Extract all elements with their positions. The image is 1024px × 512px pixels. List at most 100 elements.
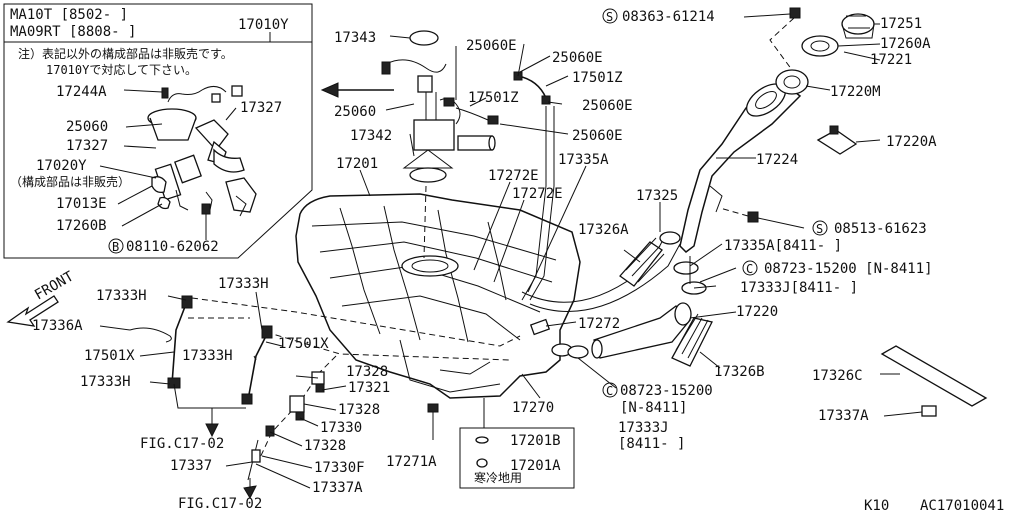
inset-label-25060: 25060 xyxy=(66,119,108,135)
label-17224: 17224 xyxy=(756,152,798,168)
bolt-17271a xyxy=(427,403,439,440)
filler-neck-17224 xyxy=(679,81,802,253)
inset-label-17327-a: 17327 xyxy=(240,100,282,116)
clamps-08723 xyxy=(551,343,589,359)
label-25060: 25060 xyxy=(334,104,376,120)
leader-lines xyxy=(99,23,881,489)
label-17501x-b: 17501X xyxy=(278,336,329,352)
screw-08363 xyxy=(769,7,801,71)
protector-17326a xyxy=(619,237,665,287)
label-17325: 17325 xyxy=(636,188,678,204)
lower-hose-chain xyxy=(243,355,337,500)
inset-label-17013e: 17013E xyxy=(56,196,107,212)
inset-label-non-sale: （構成部品は非販売） xyxy=(10,174,130,189)
label-17326b: 17326B xyxy=(714,364,765,380)
inset-bolt-prefix: B xyxy=(112,240,119,254)
bracket-17220a xyxy=(816,125,858,155)
label-17251: 17251 xyxy=(880,16,922,32)
label-17501z-b: 17501Z xyxy=(468,90,519,106)
label-17321: 17321 xyxy=(348,380,390,396)
applicability-line-1: MA10T [8502- ] xyxy=(10,7,128,23)
label-17333h-b: 17333H xyxy=(218,276,269,292)
label-17333h-c: 17333H xyxy=(182,348,233,364)
fuel-tank-drawing xyxy=(295,193,581,399)
label-25060e-a: 25060E xyxy=(466,38,517,54)
label-17333j-b-range: [8411- ] xyxy=(618,436,685,452)
clamp-prefix-a: C xyxy=(746,262,753,276)
label-17333j-b: 17333J xyxy=(618,420,669,436)
label-17201a: 17201A xyxy=(510,458,561,474)
gasket-17260a xyxy=(801,35,839,57)
label-17337: 17337 xyxy=(170,458,212,474)
screw-prefix-a: S xyxy=(606,10,613,24)
inset-note-line-2: 17010Yで対応して下さい。 xyxy=(46,63,197,77)
fig-ref-a[interactable]: FIG.C17-02 xyxy=(140,436,224,452)
label-17501x-a: 17501X xyxy=(84,348,135,364)
label-17333j-a: 17333J[8411- ] xyxy=(740,280,858,296)
cold-climate-label: 寒冷地用 xyxy=(474,470,522,485)
clip-17337a xyxy=(883,405,937,417)
filler-hose-17220 xyxy=(591,302,692,359)
footer-code-left: K10 xyxy=(864,498,889,512)
fig-ref-b[interactable]: FIG.C17-02 xyxy=(178,496,262,512)
label-17333h-a: 17333H xyxy=(96,288,147,304)
label-17270: 17270 xyxy=(512,400,554,416)
screw-08513 xyxy=(719,207,805,229)
inset-part-no: 17010Y xyxy=(238,17,289,33)
label-17220m: 17220M xyxy=(830,84,881,100)
inset-note-line-1: 注）表記以外の構成部品は非販売です。 xyxy=(18,46,233,61)
label-17335a-b: 17335A[8411- ] xyxy=(724,238,842,254)
label-17220: 17220 xyxy=(736,304,778,320)
label-17330: 17330 xyxy=(320,420,362,436)
label-17501z-a: 17501Z xyxy=(572,70,623,86)
label-25060e-c: 25060E xyxy=(582,98,633,114)
vent-hose-17501z xyxy=(513,71,551,105)
label-17201b: 17201B xyxy=(510,433,561,449)
label-17335a: 17335A xyxy=(558,152,609,168)
label-17328-a: 17328 xyxy=(346,364,388,380)
clamp-callout-08723-b: C 08723-15200 xyxy=(602,382,713,399)
inset-bolt-callout: B 08110-62062 xyxy=(108,238,219,255)
label-08513-61623: 08513-61623 xyxy=(834,221,927,237)
label-17271a: 17271A xyxy=(386,454,437,470)
label-17328-b: 17328 xyxy=(338,402,380,418)
label-17221: 17221 xyxy=(870,52,912,68)
label-17260a: 17260A xyxy=(880,36,931,52)
applicability-line-2: MA09RT [8808- ] xyxy=(10,24,136,40)
vent-tube-17335a xyxy=(521,106,555,301)
label-17220a: 17220A xyxy=(886,134,937,150)
screw-prefix-b: S xyxy=(816,222,823,236)
protector-17326b xyxy=(671,313,713,367)
inset-label-17260b: 17260B xyxy=(56,218,107,234)
label-17337a-b: 17337A xyxy=(818,408,869,424)
label-17337a: 17337A xyxy=(312,480,363,496)
cold-climate-box: 寒冷地用 17201B 17201A xyxy=(459,398,575,489)
label-17272e-b: 17272E xyxy=(512,186,563,202)
inset-label-17020y: 17020Y xyxy=(36,158,87,174)
label-17342: 17342 xyxy=(350,128,392,144)
filler-cap-17251 xyxy=(841,13,875,39)
label-17330f: 17330F xyxy=(314,460,365,476)
label-08723-a: 08723-15200 [N-8411] xyxy=(764,261,933,277)
inset-label-bolt: 08110-62062 xyxy=(126,239,219,255)
left-hose-group xyxy=(129,295,521,438)
label-25060e-b: 25060E xyxy=(552,50,603,66)
screw-callout-08363: S 08363-61214 xyxy=(602,8,791,25)
protector-17326c xyxy=(880,345,988,407)
clamp-prefix-b: C xyxy=(606,384,613,398)
inset-label-17327-b: 17327 xyxy=(66,138,108,154)
label-17328-c: 17328 xyxy=(304,438,346,454)
footer-code-right: AC17010041 xyxy=(920,498,1004,512)
label-08363-61214: 08363-61214 xyxy=(622,9,715,25)
label-17272e-a: 17272E xyxy=(488,168,539,184)
screw-callout-08513: S 08513-61623 xyxy=(812,220,927,237)
label-08723-b: 08723-15200 xyxy=(620,383,713,399)
label-25060e-d: 25060E xyxy=(572,128,623,144)
retainer-17221 xyxy=(775,69,809,95)
label-17336a: 17336A xyxy=(32,318,83,334)
fuel-pump-drawing xyxy=(381,59,499,151)
tank-seal-17342 xyxy=(402,149,454,183)
label-17326c: 17326C xyxy=(812,368,863,384)
inset-arrow xyxy=(320,82,394,98)
